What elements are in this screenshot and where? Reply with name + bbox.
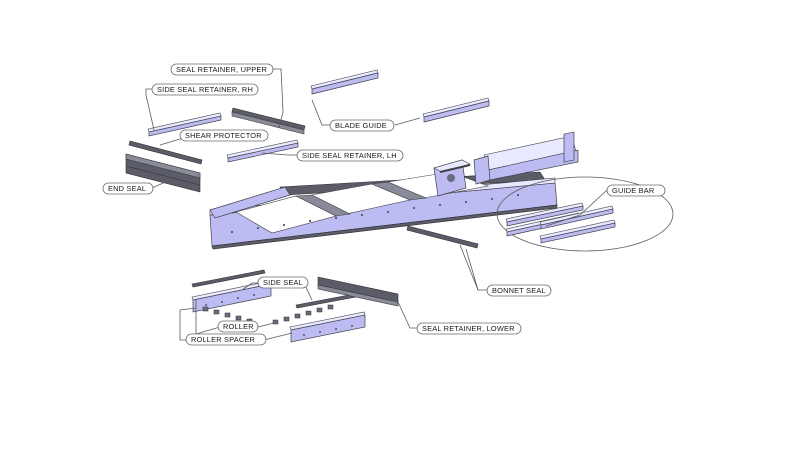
label-side-seal-retainer-rh-text: SIDE SEAL RETAINER, RH (157, 85, 253, 94)
roller-part (202, 304, 334, 325)
label-side-seal-retainer-rh: SIDE SEAL RETAINER, RH (151, 83, 259, 96)
main-frame-part (209, 171, 558, 250)
label-bonnet-seal: BONNET SEAL (486, 284, 552, 297)
label-side-seal-retainer-lh: SIDE SEAL RETAINER, LH (296, 149, 404, 162)
label-roller: ROLLER (217, 320, 259, 333)
label-side-seal-retainer-lh-text: SIDE SEAL RETAINER, LH (302, 151, 397, 160)
label-seal-retainer-upper: SEAL RETAINER, UPPER (170, 63, 274, 76)
label-side-seal: SIDE SEAL (257, 276, 309, 289)
seal-retainer-lower-part (317, 276, 399, 307)
cylinder-part (439, 131, 579, 185)
label-seal-retainer-upper-text: SEAL RETAINER, UPPER (176, 65, 267, 74)
label-roller-spacer: ROLLER SPACER (185, 333, 267, 346)
label-guide-bar-text: GUIDE BAR (612, 186, 654, 195)
label-bonnet-seal-text: BONNET SEAL (492, 286, 546, 295)
label-seal-retainer-lower-text: SEAL RETAINER, LOWER (422, 324, 515, 333)
label-end-seal-text: END SEAL (108, 184, 146, 193)
bonnet-seal-part (406, 225, 479, 249)
shear-protector-part (128, 140, 203, 165)
label-blade-guide-text: BLADE GUIDE (335, 121, 387, 130)
label-shear-protector: SHEAR PROTECTOR (179, 129, 269, 142)
label-roller-text: ROLLER (223, 322, 254, 331)
label-shear-protector-text: SHEAR PROTECTOR (185, 131, 262, 140)
blade-guide-part (310, 69, 490, 123)
side-seal-part (191, 269, 362, 309)
label-end-seal: END SEAL (102, 182, 154, 195)
label-seal-retainer-lower: SEAL RETAINER, LOWER (416, 322, 522, 335)
label-roller-spacer-text: ROLLER SPACER (191, 335, 255, 344)
side-seal-retainer-lh-part (226, 139, 299, 163)
label-guide-bar: GUIDE BAR (606, 184, 666, 197)
label-side-seal-text: SIDE SEAL (263, 278, 303, 287)
label-blade-guide: BLADE GUIDE (329, 119, 395, 132)
side-seal-retainer-rh-part (147, 112, 222, 137)
end-seal-part (125, 153, 201, 193)
bonnet-block-part (433, 159, 471, 197)
